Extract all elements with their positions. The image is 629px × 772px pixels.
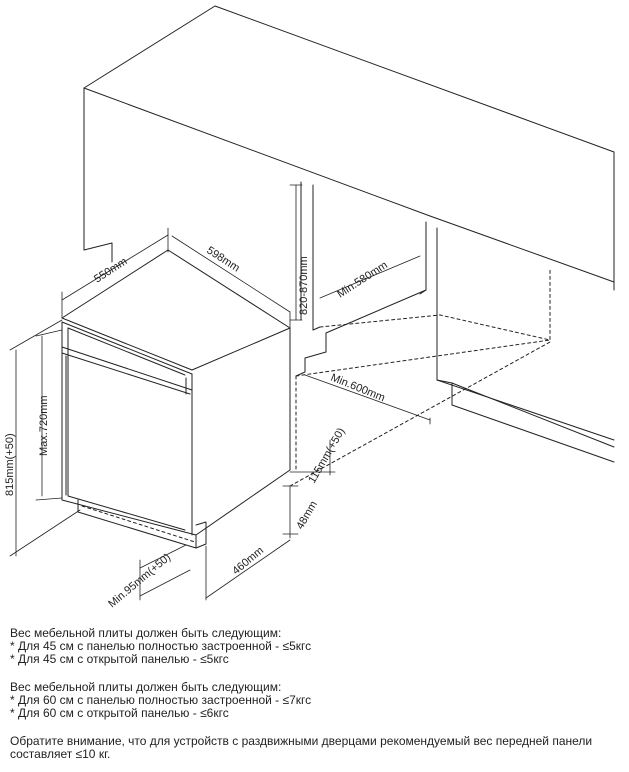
note-60-built-in: * Для 60 см с панелью полностью застроен… — [10, 693, 312, 707]
note-sliding-door: Обратите внимание, что для устройств с р… — [10, 734, 593, 761]
dim-depth: 550mm — [92, 255, 129, 285]
weight-notes: Вес мебельной плиты должен быть следующи… — [10, 627, 622, 761]
note-60-open: * Для 60 см с открытой панелью - ≤6кгс — [10, 706, 229, 720]
dim-min-width: Min.600mm — [329, 372, 387, 405]
niche-outline — [289, 269, 551, 487]
dim-max-720: Max.720mm — [38, 395, 50, 456]
dim-niche-height: 820-870mm — [298, 256, 310, 315]
dim-total-815: 815mm(+50) — [4, 433, 16, 496]
dim-door-460: 460mm — [230, 545, 266, 578]
installation-diagram: 550mm 598mm 820-870mm Min.580mm Min.600m… — [4, 5, 615, 610]
dishwasher — [61, 249, 291, 549]
note-45-open: * Для 45 см с открытой панелью - ≤5кгс — [10, 652, 229, 666]
countertop — [83, 5, 615, 463]
note-heading-45: Вес мебельной плиты должен быть следующи… — [10, 626, 282, 640]
dimension-lines — [9, 184, 431, 601]
dim-adjust-115: 115mm(+50) — [306, 426, 347, 486]
note-heading-60: Вес мебельной плиты должен быть следующи… — [10, 680, 282, 694]
dim-panel-48: 48mm — [294, 499, 320, 531]
dim-min-depth: Min.580mm — [335, 259, 390, 300]
note-45-built-in: * Для 45 см с панелью полностью застроен… — [10, 639, 312, 653]
dim-width: 598mm — [204, 244, 241, 274]
